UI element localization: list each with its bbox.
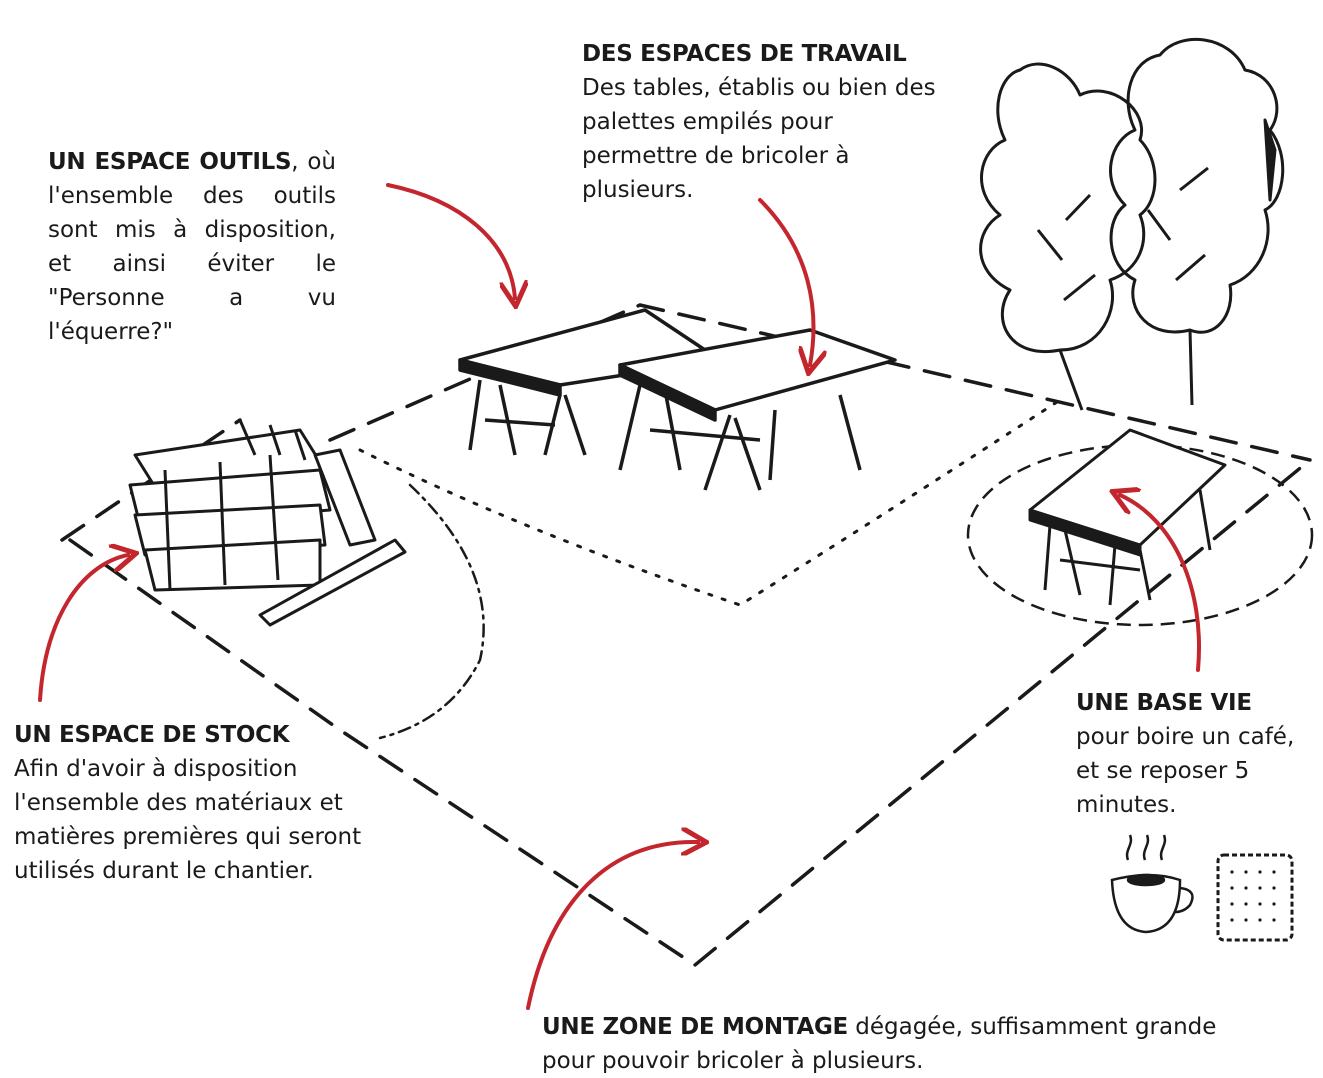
text-base-vie: pour boire un café, et se reposer 5 minu… [1076,724,1295,818]
arrow-stock [38,555,128,702]
label-base-vie: UNE BASE VIE pour boire un café, et se r… [1076,686,1321,822]
trees-illustration [979,38,1285,411]
arrow-outils [386,183,515,298]
title-zone-montage: UNE ZONE DE MONTAGE [542,1014,848,1040]
arrow-base [1120,495,1201,672]
label-zone-montage: UNE ZONE DE MONTAGE dégagée, suffisammen… [542,1010,1242,1078]
text-zone-montage: dégagée, suffisamment grande pour pouvoi… [542,1014,1217,1074]
biscuit-icon [1216,853,1294,942]
work-area-dotted [358,398,1062,607]
title-suffix: , [291,149,299,175]
title-espace-outils: UN ESPACE OUTILS [48,149,292,175]
title-espace-stock: UN ESPACE DE STOCK [14,722,290,748]
title-espaces-travail: DES ESPACES DE TRAVAIL [582,41,907,67]
arrow-travail [758,198,813,365]
label-espace-stock: UN ESPACE DE STOCK Afin d'avoir à dispos… [14,718,364,888]
pallet-stack-illustration [128,419,407,627]
stock-area-dashdot [378,483,485,740]
title-base-vie: UNE BASE VIE [1076,690,1252,716]
text-espaces-travail: Des tables, établis ou bien des palettes… [582,75,936,203]
label-espaces-travail: DES ESPACES DE TRAVAIL Des tables, établ… [582,37,942,207]
text-espace-stock: Afin d'avoir à disposition l'ensemble de… [14,756,362,884]
text-espace-outils: où l'ensemble des outils sont mis à disp… [48,149,337,345]
coffee-cup-icon [1110,834,1194,934]
work-tables-illustration [458,308,897,491]
arrow-montage [526,842,698,1010]
base-vie-area [966,443,1314,627]
label-espace-outils: UN ESPACE OUTILS, où l'ensemble des outi… [48,145,336,349]
